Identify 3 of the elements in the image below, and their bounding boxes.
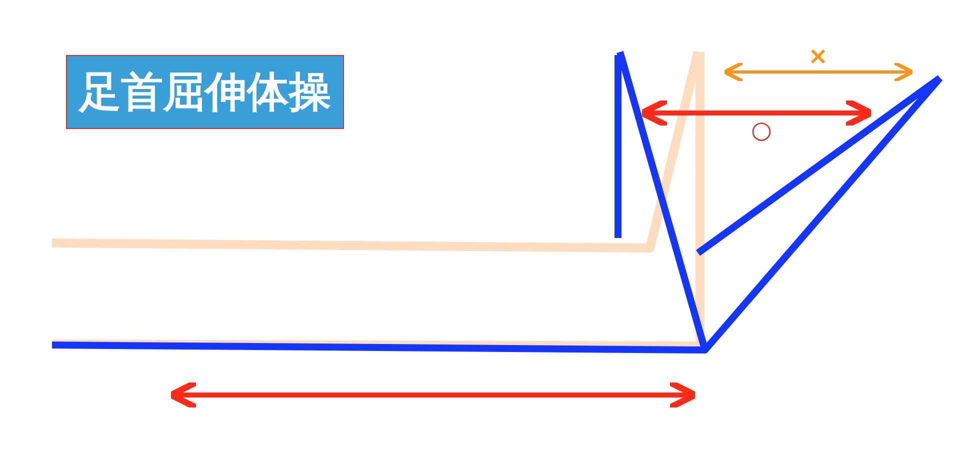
- title-banner: 足首屈伸体操: [66, 55, 344, 129]
- correct-mark: ○: [751, 118, 772, 142]
- wrong-mark: ×: [808, 44, 828, 68]
